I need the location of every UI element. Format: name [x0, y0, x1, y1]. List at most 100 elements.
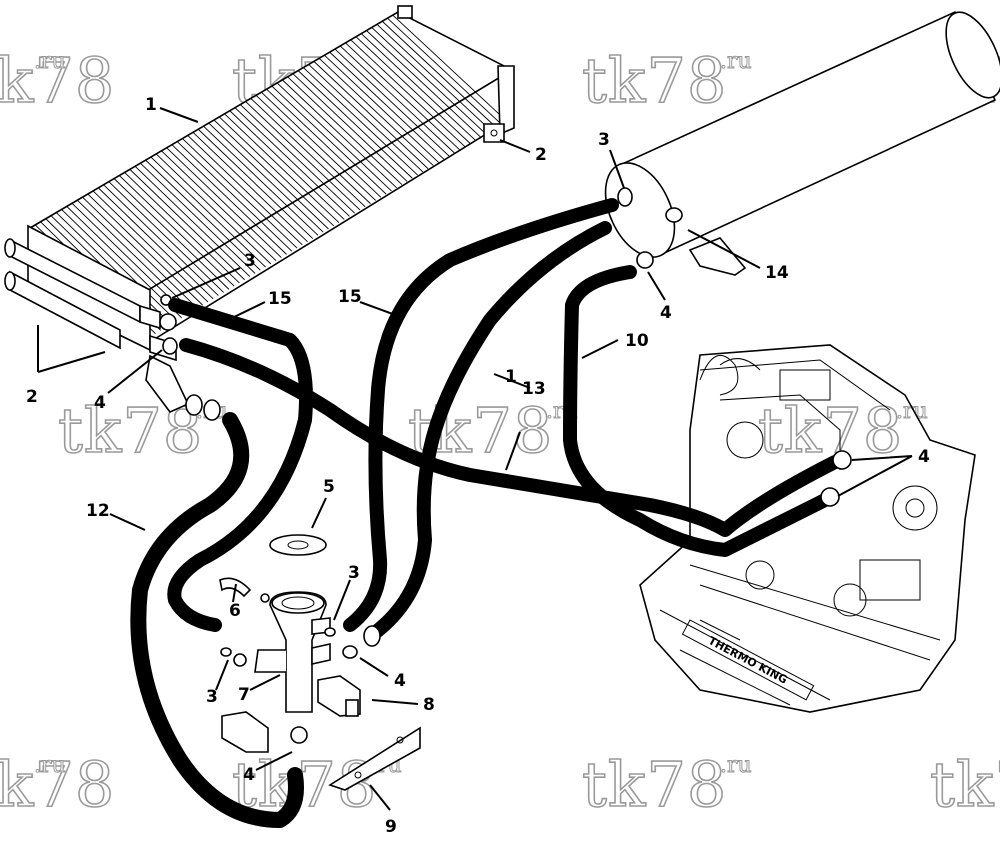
- fin-line: [108, 181, 224, 293]
- filler-neck-opening: [281, 596, 315, 610]
- fin-line: [329, 51, 445, 160]
- engine-pulley: [745, 560, 775, 590]
- filler-neck-assembly: [219, 534, 421, 791]
- watermark: tk78.ru: [0, 43, 115, 118]
- engine-detail: [659, 609, 831, 706]
- fin-line: [124, 172, 240, 284]
- engine-line: [699, 354, 739, 396]
- callout-label: 6: [229, 601, 241, 621]
- callout-label: 4: [918, 447, 930, 467]
- fin-line: [92, 190, 209, 303]
- leader-line: [647, 271, 666, 301]
- engine-component: [779, 369, 831, 401]
- plate-hole: [354, 771, 362, 779]
- fin-line: [55, 212, 172, 325]
- clamp-small: [324, 627, 336, 637]
- engine-nameplate-text: THERMO KING: [706, 634, 790, 687]
- watermark: tk78: [929, 747, 1000, 822]
- fin-line: [234, 107, 350, 217]
- hose-12: [130, 412, 304, 828]
- callout-label: 5: [323, 477, 335, 497]
- heater-core-top-tab: [397, 5, 413, 19]
- heater-core-fins: [34, 14, 508, 338]
- leader-line: [333, 579, 351, 621]
- callout-label: 2: [26, 387, 38, 407]
- leader-line: [171, 267, 241, 299]
- fin-line: [176, 141, 293, 252]
- callout-label: 13: [522, 379, 546, 399]
- mounting-bracket-right: [483, 123, 505, 143]
- hose-11: [179, 338, 842, 537]
- callout-label: 2: [535, 145, 547, 165]
- core-outlet-stub: [139, 304, 161, 330]
- fin-line: [313, 61, 429, 170]
- hose-end: [363, 625, 381, 647]
- fin-line: [98, 187, 214, 300]
- hose-15-lower: [167, 298, 313, 632]
- leader-line: [687, 229, 761, 269]
- hose-15-upper: [343, 198, 619, 632]
- fin-line: [376, 24, 492, 132]
- leader-line: [369, 784, 391, 811]
- callout-label: 8: [423, 695, 435, 715]
- tank-fitting: [665, 207, 683, 223]
- callout-label: 1: [505, 367, 517, 387]
- leader-line: [359, 301, 399, 317]
- hose-13: [365, 221, 612, 642]
- svg-text:tk78: tk78: [0, 748, 115, 821]
- leader-line: [231, 301, 266, 319]
- gasket: [269, 534, 327, 556]
- hose-clamp: [820, 487, 840, 507]
- fin-line: [250, 98, 366, 208]
- fin-line: [61, 209, 177, 322]
- fin-line: [119, 175, 235, 287]
- clamp-small: [260, 593, 270, 603]
- fin-line: [271, 85, 387, 195]
- callout-labels: 1 1 2 2 3 3 3 3 4 4 4 4 4 5 6 7 8 9 10 1…: [26, 95, 930, 837]
- hose-clamp: [342, 645, 358, 659]
- svg-text:tk78: tk78: [582, 44, 727, 117]
- surge-tank-bracket: [688, 237, 747, 276]
- fin-line: [297, 70, 413, 179]
- mounting-plate-9: [328, 726, 421, 791]
- fin-line: [208, 122, 324, 233]
- core-lower-bracket: [145, 354, 190, 413]
- fin-line: [187, 135, 303, 246]
- surge-tank-far-end: [945, 11, 1000, 99]
- watermark: tk78.ru: [57, 393, 228, 468]
- hose-clamp: [159, 313, 177, 331]
- leader-line: [609, 149, 625, 189]
- leader-line: [232, 583, 237, 603]
- svg-text:.ru: .ru: [720, 753, 752, 778]
- svg-text:.ru: .ru: [34, 753, 66, 778]
- callout-label: 15: [268, 289, 292, 309]
- svg-text:.ru: .ru: [720, 49, 752, 74]
- gasket-hole: [287, 540, 309, 550]
- bracket-hole: [490, 129, 498, 137]
- filler-neck-port: [311, 643, 331, 665]
- fin-line: [161, 150, 277, 262]
- svg-text:tk78: tk78: [0, 44, 115, 117]
- fin-line: [381, 20, 497, 128]
- leader-line: [311, 497, 327, 529]
- fin-line: [261, 91, 376, 201]
- callout-label: 4: [660, 303, 672, 323]
- hoses: [130, 198, 842, 828]
- callout-label: 3: [206, 687, 218, 707]
- leader-line: [109, 513, 146, 531]
- bracket-lower: [221, 711, 269, 753]
- fin-line: [145, 159, 261, 271]
- surge-tank: [604, 10, 1000, 276]
- fin-line: [324, 54, 439, 163]
- watermark: tk78.ru: [0, 747, 115, 822]
- leader-line: [215, 659, 229, 691]
- svg-text:tk78: tk78: [582, 748, 727, 821]
- fin-line: [197, 128, 314, 239]
- fin-line: [129, 169, 245, 281]
- engine-detail: [689, 564, 941, 661]
- leader-line: [37, 325, 106, 373]
- leader-line: [493, 373, 531, 389]
- filler-neck-side-port: [254, 649, 286, 673]
